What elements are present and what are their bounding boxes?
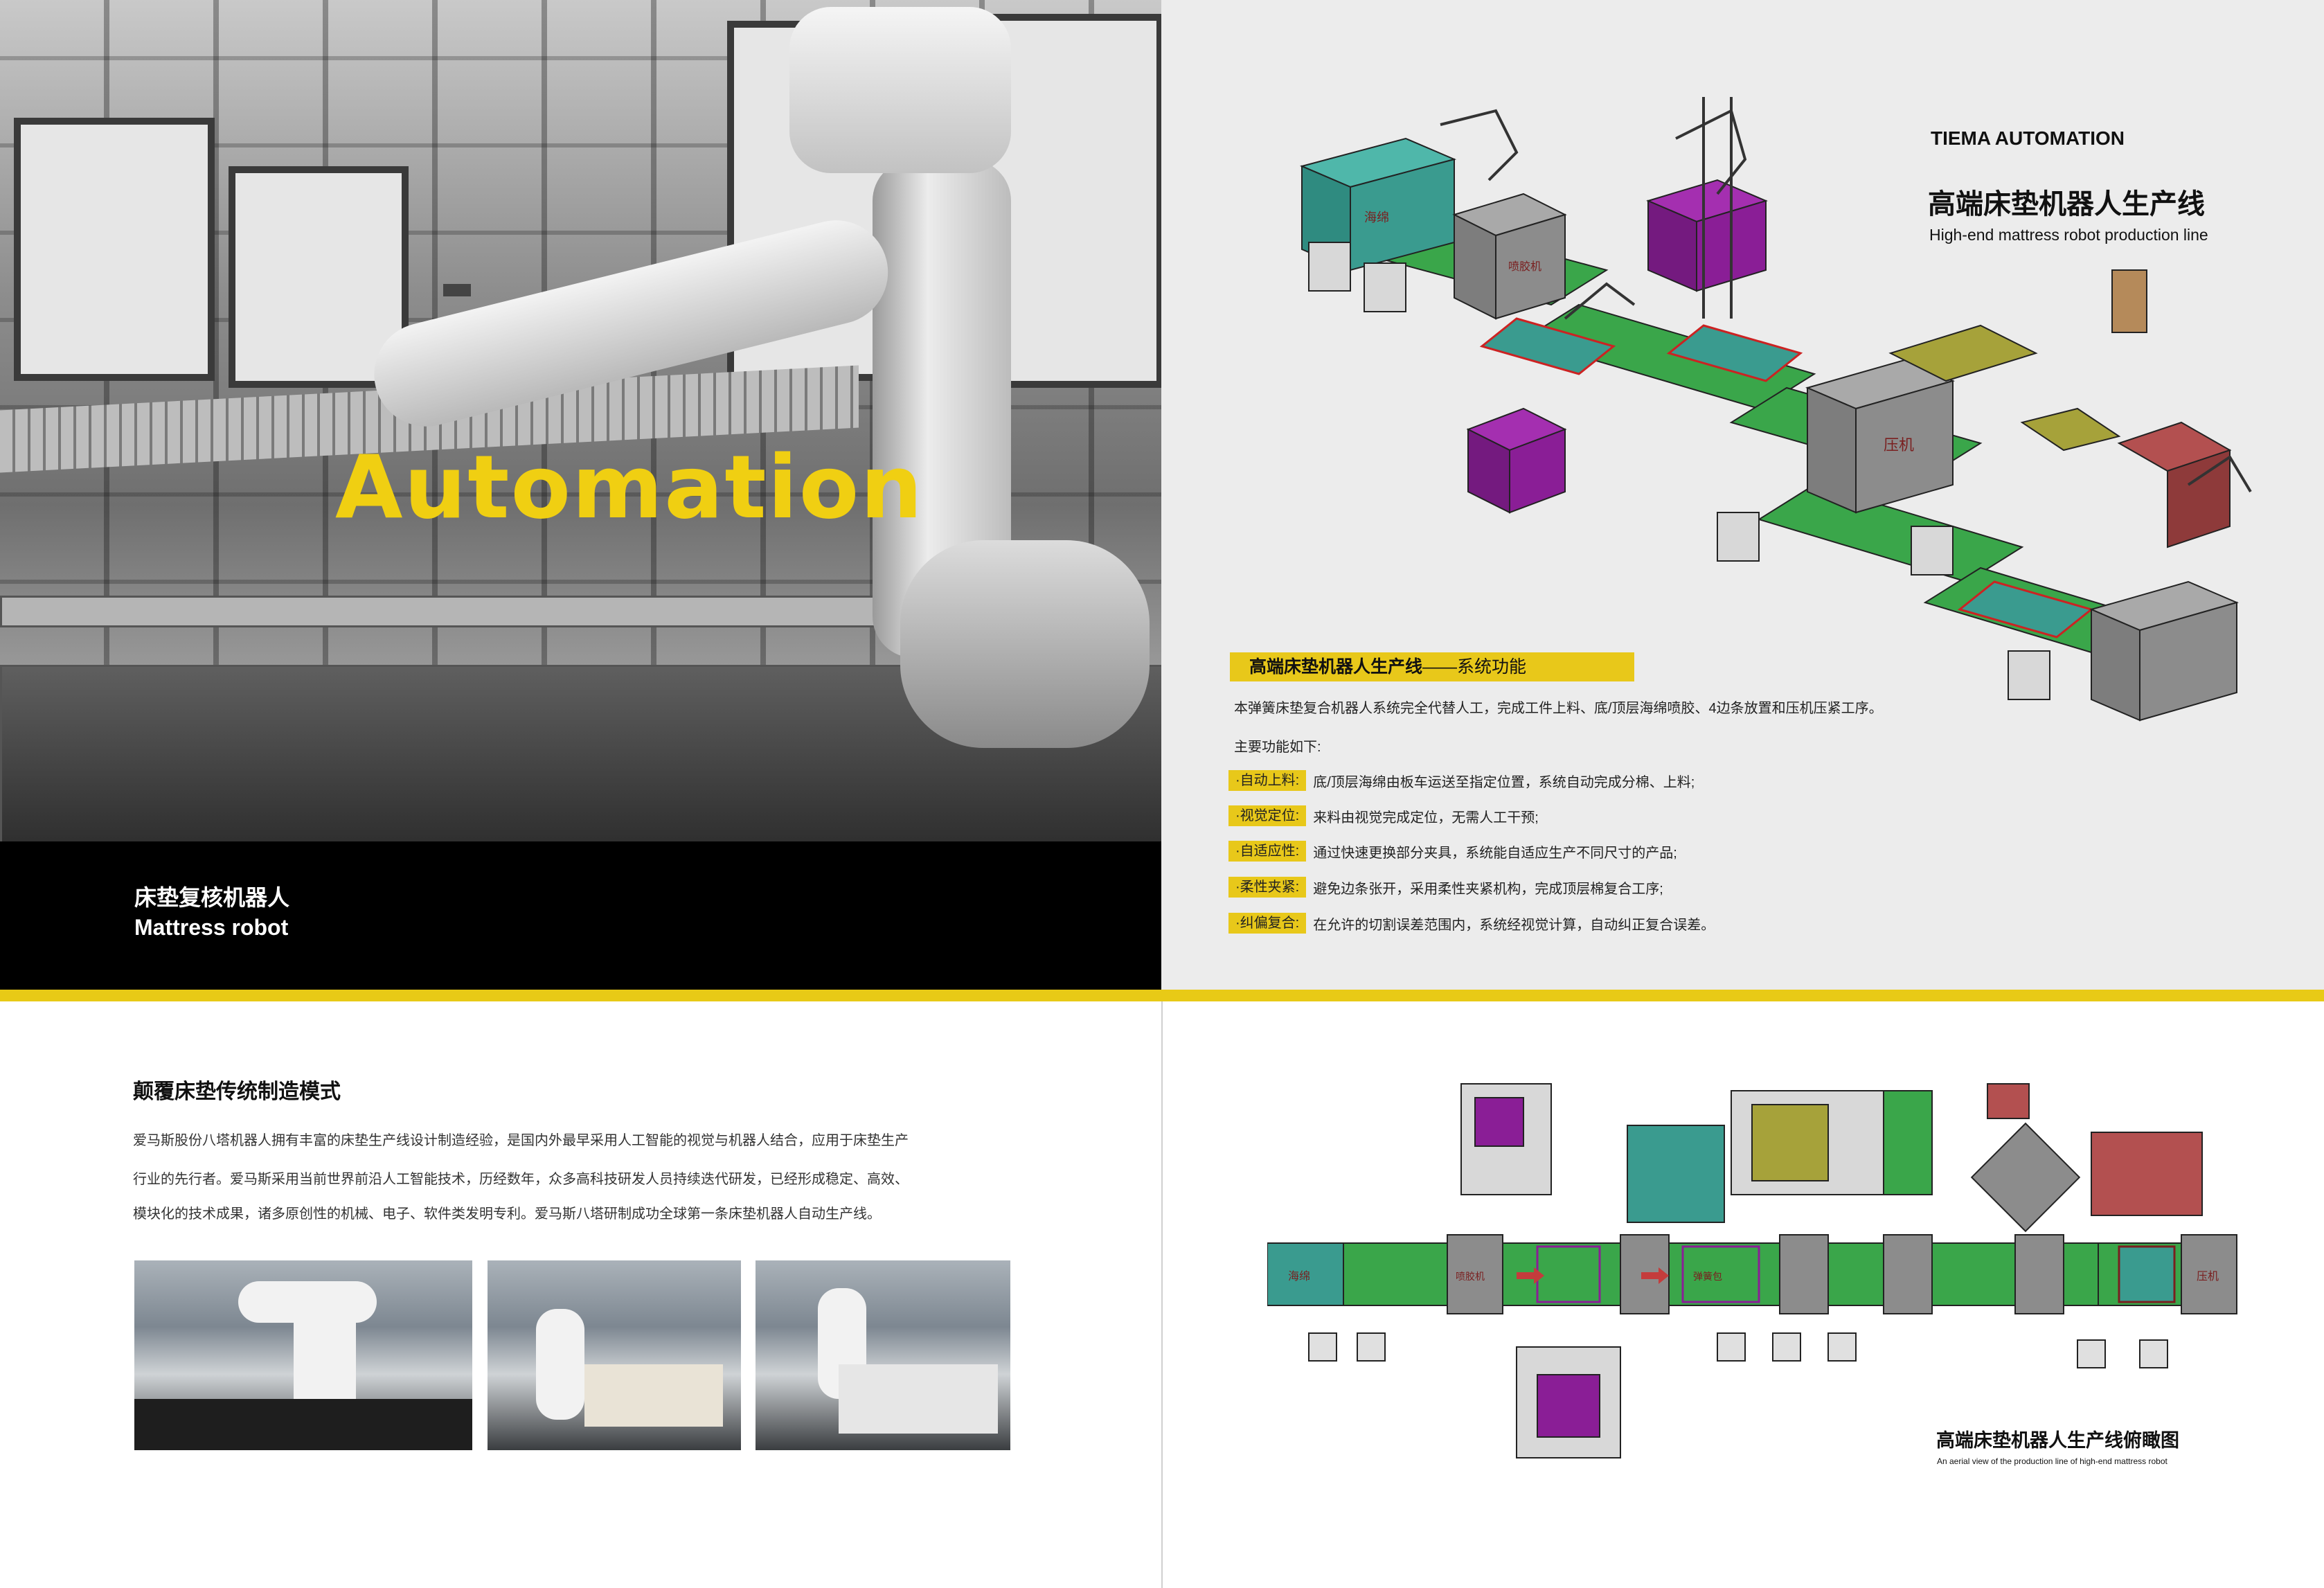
factory-window [14, 118, 215, 381]
functions-main-label: 主要功能如下: [1234, 740, 1321, 755]
press-machine [2089, 580, 2239, 722]
aerial-label-spray: 喷胶机 [1456, 1271, 1485, 1283]
tradition-paragraph-line: 模块化的技术成果，诸多原创性的机械、电子、软件类发明专利。爱马斯八塔研制成功全球… [133, 1206, 881, 1222]
label-spray: 喷胶机 [1508, 260, 1541, 273]
functions-intro: 本弹簧床垫复合机器人系统完全代替人工，完成工件上料、底/顶层海绵喷胶、4边条放置… [1234, 701, 1883, 716]
sponge-feeder-magenta [1646, 179, 1768, 292]
robot-photo-2 [488, 1260, 741, 1450]
photo-robot-arm [536, 1309, 584, 1420]
press-machine: 压机 [1805, 359, 1955, 514]
brand-name: TIEMA AUTOMATION [1931, 127, 2125, 149]
worktable [0, 596, 974, 627]
cover-caption-bar [0, 841, 1161, 990]
robot-arm-units [1440, 97, 2252, 493]
work-table [1957, 580, 2094, 639]
robot-base [900, 540, 1150, 748]
cover-title: Automation [335, 436, 924, 538]
isometric-production-line-diagram: 海绵 喷胶机 压机 [1299, 97, 2252, 722]
feature-tag: ·自动上料: [1228, 770, 1307, 791]
tradition-paragraph-line: 爱马斯股份八塔机器人拥有丰富的床垫生产线设计制造经验，是国内外最早采用人工智能的… [133, 1133, 909, 1148]
robot-head [789, 7, 1011, 173]
press-machine: 喷胶机 [1452, 193, 1567, 320]
aerial-branch-stations [1460, 1083, 2203, 1458]
cover-photo: Automation [0, 0, 1161, 841]
functions-banner-subtitle: ——系统功能 [1422, 657, 1527, 677]
aerial-title-cn: 高端床垫机器人生产线俯瞰图 [1936, 1430, 2179, 1451]
tradition-paragraph-line: 行业的先行者。爱马斯采用当前世界前沿人工智能技术，历经数年，众多高科技研发人员持… [133, 1172, 909, 1187]
feature-tag: ·柔性夹紧: [1228, 877, 1307, 898]
storage-cabinet [2111, 269, 2147, 333]
product-line-title-cn: 高端床垫机器人生产线 [1928, 189, 2205, 220]
aerial-control-boxes [1308, 1332, 2168, 1368]
aerial-view-diagram: 海绵 喷胶机 弹簧包 压机 [1267, 1083, 2237, 1458]
control-cabinets [1308, 242, 2050, 700]
product-name-en: Mattress robot [134, 915, 289, 940]
aerial-work-tables [1536, 1245, 2176, 1303]
feature-desc: 来料由视觉完成定位，无需人工干预; [1313, 810, 1539, 826]
photo-mattress [584, 1364, 723, 1427]
label-press: 压机 [1884, 437, 1914, 454]
feature-item: ·柔性夹紧: 避免边条张开，采用柔性夹紧机构，完成顶层棉复合工序; [1228, 875, 1663, 899]
feature-tag: ·纠偏复合: [1228, 913, 1307, 934]
aerial-flow-arrows [1517, 1267, 1669, 1284]
aerial-label-press: 压机 [2197, 1269, 2219, 1283]
product-line-title-en: High-end mattress robot production line [1929, 226, 2208, 244]
product-name-cn: 床垫复核机器人 [134, 885, 290, 910]
feature-desc: 在允许的切割误差范围内，系统经视觉计算，自动纠正复合误差。 [1313, 917, 1715, 933]
feature-tag: ·视觉定位: [1228, 805, 1307, 826]
accent-divider [0, 990, 2324, 1001]
edge-feeder-red [2117, 421, 2232, 548]
edge-station [2020, 407, 2121, 452]
feature-item: ·自动上料: 底/顶层海绵由板车运送至指定位置，系统自动完成分棉、上料; [1228, 769, 1695, 792]
feature-item: ·纠偏复合: 在允许的切割误差范围内，系统经视觉计算，自动纠正复合误差。 [1228, 911, 1715, 935]
feature-tag: ·自适应性: [1228, 841, 1307, 862]
aerial-title-en: An aerial view of the production line of… [1937, 1456, 2167, 1466]
photo-mattress [839, 1364, 998, 1434]
abb-logo [443, 284, 471, 296]
feature-item: ·自适应性: 通过快速更换部分夹具，系统能自适应生产不同尺寸的产品; [1228, 839, 1677, 863]
label-sponge: 海绵 [1364, 211, 1389, 225]
feature-desc: 避免边条张开，采用柔性夹紧机构，完成顶层棉复合工序; [1313, 881, 1663, 897]
photo-floor [134, 1399, 472, 1450]
feature-item: ·视觉定位: 来料由视觉完成定位，无需人工干预; [1228, 804, 1539, 828]
robot-photo-1 [134, 1260, 472, 1450]
edge-station [1888, 324, 2038, 382]
work-table [1666, 324, 1803, 382]
functions-banner: 高端床垫机器人生产线——系统功能 [1230, 652, 1634, 681]
page-divider [1161, 1001, 1163, 1588]
robot-photo-3 [756, 1260, 1010, 1450]
aerial-presses [1620, 1234, 2064, 1314]
factory-window [229, 166, 409, 388]
feature-desc: 底/顶层海绵由板车运送至指定位置，系统自动完成分棉、上料; [1313, 774, 1695, 790]
functions-banner-title: 高端床垫机器人生产线 [1249, 657, 1423, 677]
aerial-label-sponge: 海绵 [1288, 1269, 1310, 1283]
aerial-label-spring: 弹簧包 [1693, 1272, 1722, 1283]
feature-desc: 通过快速更换部分夹具，系统能自适应生产不同尺寸的产品; [1313, 845, 1677, 861]
sponge-feeder-magenta [1466, 407, 1567, 514]
work-table [1479, 317, 1616, 375]
tradition-title: 颠覆床垫传统制造模式 [133, 1080, 341, 1103]
photo-robot-arm [238, 1281, 377, 1323]
